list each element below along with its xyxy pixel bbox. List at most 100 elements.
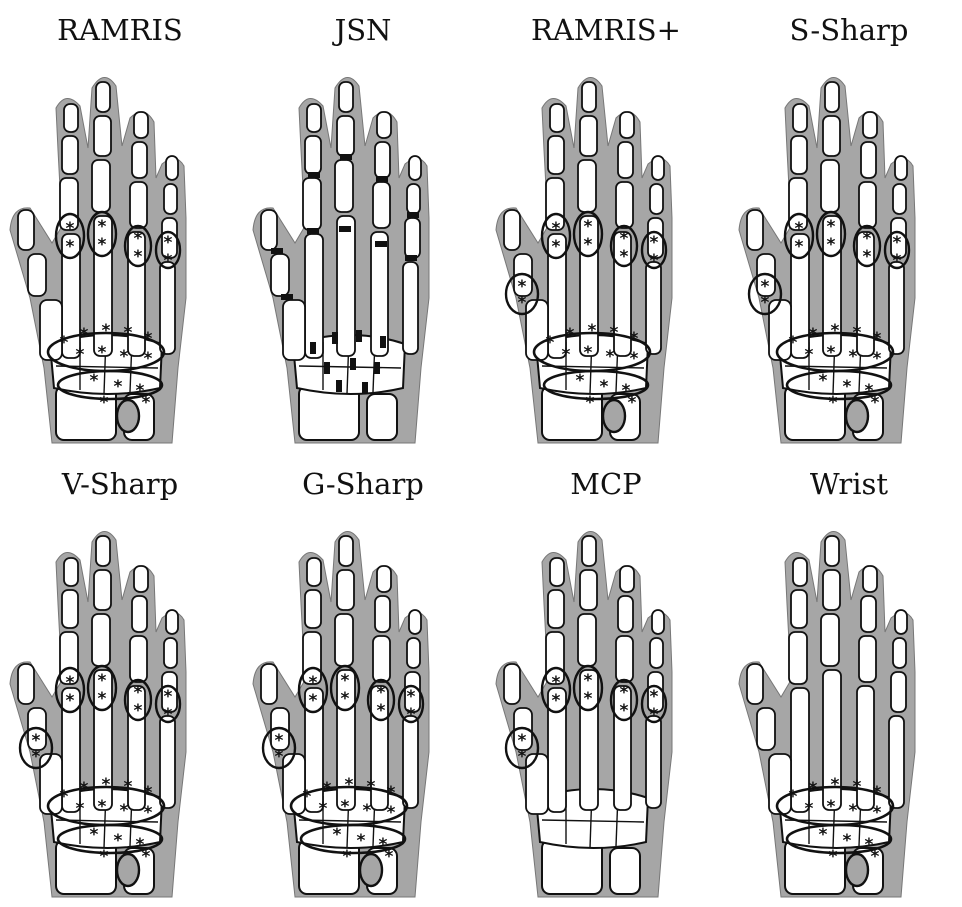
asterisk-mark: * (871, 393, 880, 413)
finger-bone (132, 142, 147, 178)
asterisk-mark: * (849, 801, 858, 821)
finger-bone (132, 596, 147, 632)
asterisk-mark: * (102, 775, 111, 795)
asterisk-mark: * (345, 775, 354, 795)
asterisk-mark: * (871, 847, 880, 867)
asterisk-mark: * (144, 803, 153, 823)
asterisk-mark: * (827, 343, 836, 363)
ulnar-styloid-ellipse (603, 400, 625, 432)
asterisk-mark: * (819, 825, 828, 845)
finger-bone (650, 184, 663, 214)
asterisk-mark: * (546, 333, 555, 353)
finger-bone (62, 136, 78, 174)
asterisk-mark: * (134, 229, 143, 249)
jsn-bar-mark (339, 226, 351, 232)
jsn-carpal-mark (310, 342, 316, 354)
asterisk-mark: * (843, 831, 852, 851)
asterisk-mark: * (584, 217, 593, 237)
asterisk-mark: * (134, 247, 143, 267)
finger-bone (335, 614, 353, 666)
hand-diagram: ********** (486, 522, 719, 902)
asterisk-mark: * (584, 235, 593, 255)
asterisk-mark: * (124, 777, 133, 797)
asterisk-mark: * (76, 345, 85, 365)
asterisk-mark: * (606, 347, 615, 367)
finger-bone (889, 716, 904, 808)
asterisk-mark: * (620, 701, 629, 721)
asterisk-mark: * (303, 787, 312, 807)
finger-bone (305, 590, 321, 628)
thumb-bone (747, 664, 763, 704)
finger-bone (825, 82, 839, 112)
asterisk-mark: * (805, 345, 814, 365)
finger-bone (823, 116, 840, 156)
finger-bone (821, 160, 839, 212)
thumb-bone (757, 708, 775, 750)
finger-bone (339, 82, 353, 112)
finger-bone (793, 104, 807, 132)
finger-bone (861, 596, 876, 632)
asterisk-mark: * (319, 799, 328, 819)
asterisk-mark: * (407, 687, 416, 707)
asterisk-mark: * (873, 329, 882, 349)
finger-bone (166, 156, 178, 180)
jsn-carpal-mark (356, 330, 362, 342)
asterisk-mark: * (853, 777, 862, 797)
asterisk-mark: * (628, 393, 637, 413)
panel-title: V-Sharp (0, 464, 240, 504)
asterisk-mark: * (343, 847, 352, 867)
jsn-bar-mark (308, 172, 320, 178)
asterisk-mark: * (66, 237, 75, 257)
asterisk-mark: * (795, 219, 804, 239)
asterisk-mark: * (164, 251, 173, 271)
finger-bone (94, 116, 111, 156)
finger-bone (618, 142, 633, 178)
asterisk-mark: * (357, 831, 366, 851)
asterisk-mark: * (98, 343, 107, 363)
thumb-bone (504, 210, 520, 250)
hand-panel-ramris: RAMRIS********************** (0, 0, 240, 453)
finger-bone (889, 262, 904, 354)
panel-title: RAMRIS (0, 10, 240, 50)
asterisk-mark: * (66, 219, 75, 239)
finger-bone (134, 112, 148, 138)
asterisk-mark: * (98, 671, 107, 691)
asterisk-mark: * (144, 783, 153, 803)
thumb-bone (747, 210, 763, 250)
asterisk-mark: * (100, 847, 109, 867)
finger-bone (548, 136, 564, 174)
asterisk-mark: * (102, 321, 111, 341)
jsn-bar-mark (281, 294, 293, 300)
asterisk-mark: * (164, 687, 173, 707)
asterisk-mark: * (795, 237, 804, 257)
finger-bone (92, 614, 110, 666)
panel-title: RAMRIS+ (486, 10, 726, 50)
finger-bone (893, 638, 906, 668)
finger-bone (64, 558, 78, 586)
finger-bone (620, 566, 634, 592)
asterisk-mark: * (363, 801, 372, 821)
hand-diagram: ************************ (0, 522, 233, 902)
finger-bone (375, 596, 390, 632)
asterisk-mark: * (341, 671, 350, 691)
finger-bone (337, 216, 355, 356)
asterisk-mark: * (120, 801, 129, 821)
finger-bone (550, 558, 564, 586)
thumb-bone (504, 664, 520, 704)
finger-bone (339, 536, 353, 566)
asterisk-mark: * (90, 825, 99, 845)
finger-bone (405, 218, 420, 258)
hand-panel-ramris-plus: RAMRIS+************************ (486, 0, 726, 453)
asterisk-mark: * (142, 847, 151, 867)
finger-bone (618, 596, 633, 632)
asterisk-mark: * (761, 293, 770, 313)
asterisk-mark: * (387, 783, 396, 803)
finger-bone (791, 590, 807, 628)
asterisk-mark: * (620, 229, 629, 249)
asterisk-mark: * (893, 233, 902, 253)
thumb-bone (18, 210, 34, 250)
finger-bone (791, 136, 807, 174)
asterisk-mark: * (831, 321, 840, 341)
finger-bone (164, 638, 177, 668)
ulnar-styloid-ellipse (360, 854, 382, 886)
